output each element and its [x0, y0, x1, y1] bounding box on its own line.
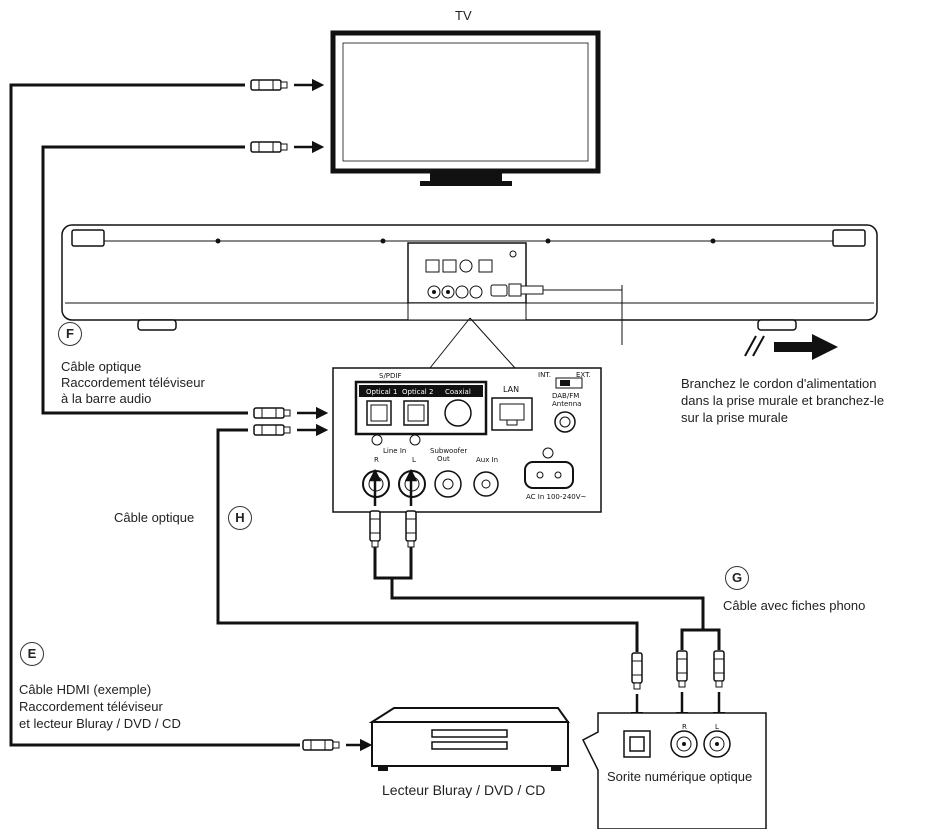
- power-instruction-1: Branchez le cordon d'alimentation: [681, 376, 877, 391]
- direction-arrows: [294, 78, 726, 752]
- ac-in-label: AC In 100-240V~: [526, 493, 587, 501]
- l-label: L: [412, 456, 416, 464]
- marker-g: G: [725, 566, 749, 590]
- tv: [330, 30, 601, 186]
- marker-f: F: [58, 322, 82, 346]
- out-label: Out: [437, 455, 450, 463]
- box-r-label: R: [682, 723, 687, 731]
- optical-output-label: Sorite numérique optique: [607, 769, 753, 784]
- power-instruction-2: dans la prise murale et branchez-le: [681, 393, 885, 408]
- coaxial-label: Coaxial: [445, 388, 471, 396]
- spdif-label: S/PDIF: [379, 372, 402, 380]
- phono-cable-g-label: Câble avec fiches phono: [723, 598, 866, 613]
- soundbar: [61, 224, 878, 345]
- bluray-player: [368, 707, 570, 771]
- hdmi-cable-e-2: Raccordement téléviseur: [19, 699, 163, 714]
- hdmi-cable-e-3: et lecteur Bluray / DVD / CD: [19, 716, 181, 731]
- box-l-label: L: [715, 723, 719, 731]
- line-in-label: Line In: [383, 447, 406, 455]
- optical-cable-f-1: Câble optique: [61, 359, 142, 374]
- power-arrow: [744, 334, 838, 360]
- optical-cable-h-label: Câble optique: [114, 510, 195, 525]
- tv-label: TV: [455, 8, 472, 23]
- marker-h: H: [228, 506, 252, 530]
- optical-cable-f-2: Raccordement téléviseur: [61, 375, 205, 390]
- optical2-label: Optical 2: [402, 388, 433, 396]
- ext-label: EXT.: [576, 371, 591, 379]
- int-label: INT.: [538, 371, 551, 379]
- r-label: R: [374, 456, 379, 464]
- connector-panel: S/PDIF Optical 1 Optical 2 Coaxial LAN I…: [332, 367, 602, 513]
- subwoofer-label: Subwoofer: [430, 447, 467, 455]
- player-output-box: R L: [582, 712, 767, 829]
- aux-in-label: Aux In: [476, 456, 498, 464]
- cables: [9, 83, 721, 747]
- marker-e: E: [20, 642, 44, 666]
- hdmi-cable-e-1: Câble HDMI (exemple): [19, 682, 152, 697]
- antenna-label: Antenna: [552, 400, 581, 408]
- dab-fm-label: DAB/FM: [552, 392, 579, 400]
- lan-label: LAN: [503, 385, 519, 394]
- player-label: Lecteur Bluray / DVD / CD: [382, 782, 546, 798]
- optical1-label: Optical 1: [366, 388, 397, 396]
- power-instruction-3: sur la prise murale: [681, 410, 788, 425]
- optical-cable-f-3: à la barre audio: [61, 391, 152, 406]
